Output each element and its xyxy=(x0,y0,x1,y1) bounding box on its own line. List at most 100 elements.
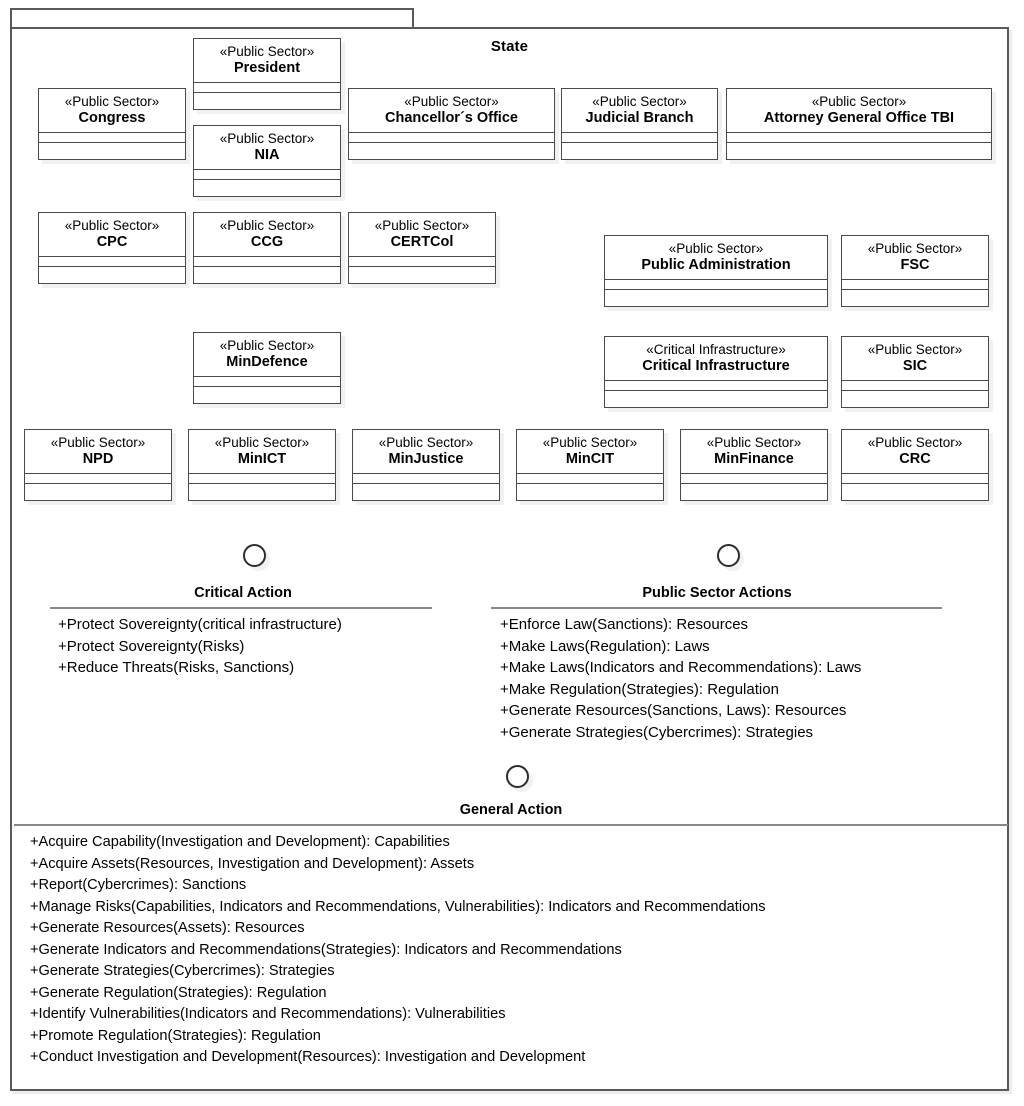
operations-compartment xyxy=(842,391,988,400)
class-cpc[interactable]: «Public Sector» CPC xyxy=(38,212,186,284)
compartment-divider xyxy=(349,256,495,258)
compartment-divider xyxy=(194,386,340,388)
class-name-compartment: «Public Sector» NPD xyxy=(25,430,171,473)
operation-item: +Make Regulation(Strategies): Regulation xyxy=(500,680,779,698)
operations-compartment xyxy=(194,93,340,102)
compartment-divider xyxy=(842,380,988,382)
operations-compartment xyxy=(25,484,171,493)
compartment-divider xyxy=(562,132,717,134)
attributes-compartment xyxy=(605,280,827,289)
class-president[interactable]: «Public Sector» President xyxy=(193,38,341,110)
class-judicial-branch[interactable]: «Public Sector» Judicial Branch xyxy=(561,88,718,160)
class-congress[interactable]: «Public Sector» Congress xyxy=(38,88,186,160)
critical-action-divider xyxy=(50,607,432,609)
class-minfinance[interactable]: «Public Sector» MinFinance xyxy=(680,429,828,501)
class-title: Attorney General Office TBI xyxy=(763,110,955,127)
compartment-divider xyxy=(194,169,340,171)
attributes-compartment xyxy=(727,133,991,142)
class-name-compartment: «Public Sector» CCG xyxy=(194,213,340,256)
compartment-divider xyxy=(681,483,827,485)
attributes-compartment xyxy=(39,133,185,142)
stereotype-label: «Public Sector» xyxy=(867,342,963,357)
class-mincit[interactable]: «Public Sector» MinCIT xyxy=(516,429,664,501)
class-sic[interactable]: «Public Sector» SIC xyxy=(841,336,989,408)
class-name-compartment: «Public Sector» FSC xyxy=(842,236,988,279)
stereotype-label: «Public Sector» xyxy=(219,44,315,59)
class-fsc[interactable]: «Public Sector» FSC xyxy=(841,235,989,307)
class-title: CPC xyxy=(96,234,128,251)
compartment-divider xyxy=(562,142,717,144)
stereotype-label: «Public Sector» xyxy=(542,435,638,450)
stereotype-label: «Public Sector» xyxy=(374,218,470,233)
class-minict[interactable]: «Public Sector» MinICT xyxy=(188,429,336,501)
class-title: MinJustice xyxy=(388,451,464,468)
operation-item: +Generate Indicators and Recommendations… xyxy=(30,941,622,958)
compartment-divider xyxy=(605,390,827,392)
class-title: CERTCol xyxy=(390,234,454,251)
class-name-compartment: «Public Sector» SIC xyxy=(842,337,988,380)
class-npd[interactable]: «Public Sector» NPD xyxy=(24,429,172,501)
class-certcol[interactable]: «Public Sector» CERTCol xyxy=(348,212,496,284)
class-mindefence[interactable]: «Public Sector» MinDefence xyxy=(193,332,341,404)
class-chancellors-office[interactable]: «Public Sector» Chancellor´s Office xyxy=(348,88,555,160)
class-name-compartment: «Public Sector» NIA xyxy=(194,126,340,169)
operations-compartment xyxy=(194,387,340,396)
operations-compartment xyxy=(842,290,988,299)
compartment-divider xyxy=(194,266,340,268)
compartment-divider xyxy=(349,132,554,134)
stereotype-label: «Public Sector» xyxy=(64,94,160,109)
class-attorney-general-office-tbi[interactable]: «Public Sector» Attorney General Office … xyxy=(726,88,992,160)
public-sector-actions-operations: +Enforce Law(Sanctions): Resources +Make… xyxy=(500,614,861,744)
stereotype-label: «Public Sector» xyxy=(50,435,146,450)
operation-item: +Identify Vulnerabilities(Indicators and… xyxy=(30,1006,506,1022)
attributes-compartment xyxy=(189,474,335,483)
operations-compartment xyxy=(353,484,499,493)
attributes-compartment xyxy=(39,257,185,266)
operation-item: +Manage Risks(Capabilities, Indicators a… xyxy=(30,898,766,915)
compartment-divider xyxy=(39,132,185,134)
general-action-title: General Action xyxy=(459,802,563,818)
compartment-divider xyxy=(842,473,988,475)
compartment-divider xyxy=(39,142,185,144)
compartment-divider xyxy=(194,256,340,258)
class-nia[interactable]: «Public Sector» NIA xyxy=(193,125,341,197)
operations-compartment xyxy=(189,484,335,493)
operations-compartment xyxy=(517,484,663,493)
class-title: SIC xyxy=(902,358,928,375)
compartment-divider xyxy=(842,289,988,291)
public-sector-actions-title: Public Sector Actions xyxy=(642,585,792,601)
compartment-divider xyxy=(842,390,988,392)
class-crc[interactable]: «Public Sector» CRC xyxy=(841,429,989,501)
class-title: Chancellor´s Office xyxy=(385,110,518,127)
attributes-compartment xyxy=(605,381,827,390)
general-action-operations: +Acquire Capability(Investigation and De… xyxy=(30,832,766,1069)
class-minjustice[interactable]: «Public Sector» MinJustice xyxy=(352,429,500,501)
class-name-compartment: «Public Sector» Chancellor´s Office xyxy=(349,89,554,132)
stereotype-label: «Public Sector» xyxy=(214,435,310,450)
class-ccg[interactable]: «Public Sector» CCG xyxy=(193,212,341,284)
stereotype-label: «Public Sector» xyxy=(219,218,315,233)
operation-item: +Generate Resources(Assets): Resources xyxy=(30,920,305,936)
compartment-divider xyxy=(727,132,991,134)
class-title: FSC xyxy=(900,257,930,274)
compartment-divider xyxy=(353,483,499,485)
attributes-compartment xyxy=(349,257,495,266)
operations-compartment xyxy=(842,484,988,493)
stereotype-label: «Public Sector» xyxy=(592,94,687,109)
public-sector-actions-ball-icon xyxy=(717,544,740,567)
stereotype-label: «Critical Infrastructure» xyxy=(646,342,786,357)
operation-item: +Protect Sovereignty(Risks) xyxy=(58,637,245,655)
class-title: MinICT xyxy=(237,451,287,468)
stereotype-label: «Public Sector» xyxy=(668,241,764,256)
attributes-compartment xyxy=(517,474,663,483)
general-action-ball-icon xyxy=(506,765,529,788)
attributes-compartment xyxy=(842,474,988,483)
operation-item: +Make Laws(Regulation): Laws xyxy=(500,637,710,655)
class-critical-infrastructure[interactable]: «Critical Infrastructure» Critical Infra… xyxy=(604,336,828,408)
attributes-compartment xyxy=(842,381,988,390)
operations-compartment xyxy=(681,484,827,493)
attributes-compartment xyxy=(562,133,717,142)
operations-compartment xyxy=(39,143,185,152)
compartment-divider xyxy=(194,376,340,378)
class-public-administration[interactable]: «Public Sector» Public Administration xyxy=(604,235,828,307)
